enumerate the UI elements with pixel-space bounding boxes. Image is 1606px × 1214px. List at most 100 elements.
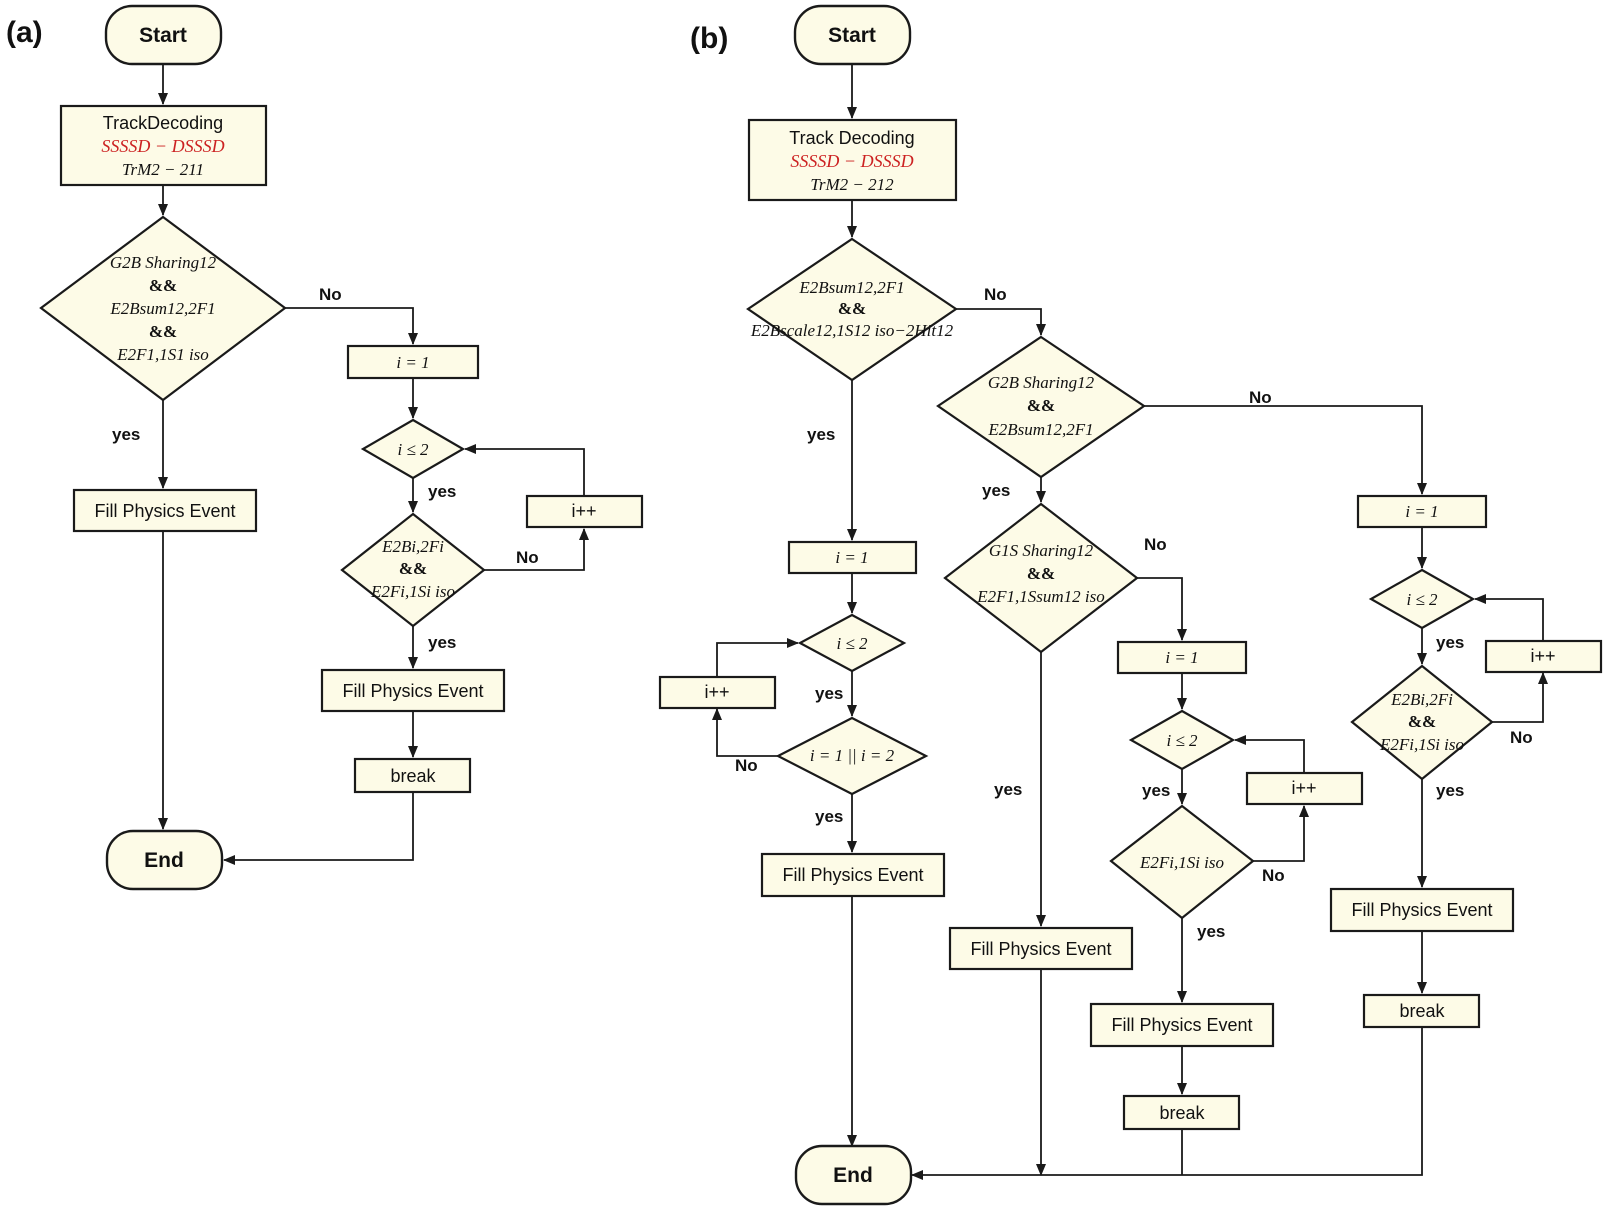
b-mid-i-equals-1-box: i = 1: [1116, 640, 1248, 675]
b-condition-diamond-2: G2B Sharing12 && E2Bsum12,2F1: [936, 335, 1146, 479]
b-mid-break-label: break: [1159, 1103, 1205, 1123]
b-edge-cond2-no: [1144, 405, 1427, 495]
b-iso-diamond: E2Fi,1Si iso: [1109, 804, 1255, 920]
b-fill-right-label: Fill Physics Event: [1351, 900, 1492, 920]
b-mid-increment-box: i++: [1245, 771, 1364, 806]
b-fill-inner-label: Fill Physics Event: [1111, 1015, 1252, 1035]
a-edge-cond-no: [285, 307, 418, 345]
b-edge-cond1-no: [956, 308, 1046, 336]
b-end-terminal: End: [794, 1144, 913, 1206]
b-no-label-4: No: [1262, 866, 1285, 885]
a-cond-line-3: E2F1,1S1 iso: [116, 345, 209, 364]
b-iso-label: E2Fi,1Si iso: [1139, 853, 1224, 872]
a-increment-label: i++: [571, 501, 596, 521]
a-fill-label-2: Fill Physics Event: [342, 681, 483, 701]
b-yes-label-8: yes: [1436, 633, 1464, 652]
b-yes-label-3: yes: [815, 807, 843, 826]
b-no-label-1: No: [735, 756, 758, 775]
a-cond-line-2: E2Bsum12,2F1: [109, 299, 215, 318]
b-yes-label-7: yes: [1197, 922, 1225, 941]
b-edge-right-break-merge: [1182, 1027, 1423, 1176]
b-decode-title: Track Decoding: [789, 128, 914, 148]
a-no-label-1: No: [319, 285, 342, 304]
b-fill-mid-label: Fill Physics Event: [970, 939, 1111, 959]
b-right-increment-label: i++: [1530, 646, 1555, 666]
b-left-i-equals-1-box: i = 1: [787, 540, 918, 575]
a-edge-inc-loop: [464, 444, 585, 496]
b-cond1-and: &&: [838, 299, 866, 318]
panel-label-b: (b): [690, 22, 728, 55]
b-decode-subtitle: SSSSD − DSSSD: [790, 151, 913, 171]
b-fill-physics-event-right: Fill Physics Event: [1329, 887, 1515, 933]
a-condition-diamond: G2B Sharing12 && E2Bsum12,2F1 && E2F1,1S…: [39, 215, 287, 402]
b-left-i-eq-1-label: i = 1: [835, 548, 868, 567]
b-left-loop-diamond: i ≤ 2: [797, 613, 907, 673]
a-inner-line-2: E2Fi,1Si iso: [370, 582, 455, 601]
b-cond2-line-2: E2Bsum12,2F1: [987, 420, 1093, 439]
a-increment-box: i++: [525, 494, 644, 529]
a-edge-inner-no: [484, 528, 589, 571]
a-start-terminal: Start: [104, 4, 223, 66]
a-inner-and: &&: [399, 559, 427, 578]
a-yes-label-1: yes: [112, 425, 140, 444]
b-no-label-3: No: [1144, 535, 1167, 554]
b-edge-right-inc-loop: [1474, 594, 1544, 641]
b-right-break-label: break: [1399, 1001, 1445, 1021]
a-cond-and-2: &&: [149, 322, 177, 341]
a-no-label-2: No: [516, 548, 539, 567]
b-left-loop-label: i ≤ 2: [836, 634, 868, 653]
b-right-i-eq-1-label: i = 1: [1405, 502, 1438, 521]
b-yes-label-9: yes: [1436, 781, 1464, 800]
b-edge-right-inner-no: [1492, 672, 1548, 723]
a-inner-diamond: E2Bi,2Fi && E2Fi,1Si iso: [340, 512, 486, 628]
b-or-diamond: i = 1 || i = 2: [775, 716, 929, 796]
b-right-inner-line-1: E2Bi,2Fi: [1390, 690, 1453, 709]
b-start-label: Start: [828, 24, 876, 47]
b-no-label-6: No: [1510, 728, 1533, 747]
b-mid-break-box: break: [1122, 1094, 1241, 1131]
b-cond3-and: &&: [1027, 564, 1055, 583]
a-end-label: End: [144, 849, 184, 872]
b-left-increment-label: i++: [704, 682, 729, 702]
b-right-inner-diamond: E2Bi,2Fi && E2Fi,1Si iso: [1350, 664, 1494, 781]
a-decode-code: TrM2 − 211: [122, 160, 204, 179]
b-no-label-5: No: [1249, 388, 1272, 407]
a-start-label: Start: [139, 24, 187, 47]
b-fill-physics-event-inner: Fill Physics Event: [1089, 1002, 1275, 1048]
b-cond2-and: &&: [1027, 396, 1055, 415]
b-edge-iso-no: [1253, 805, 1309, 862]
b-right-loop-diamond: i ≤ 2: [1368, 568, 1476, 630]
b-left-increment-box: i++: [658, 675, 777, 710]
b-cond3-line-1: G1S Sharing12: [989, 541, 1094, 560]
a-yes-label-3: yes: [428, 633, 456, 652]
b-fill-left-label: Fill Physics Event: [782, 865, 923, 885]
a-i-equals-1-box: i = 1: [346, 344, 480, 380]
b-condition-diamond-1: E2Bsum12,2F1 && E2Bscale12,1S12 iso−2Hit…: [746, 237, 958, 382]
a-track-decoding-box: TrackDecoding SSSSD − DSSSD TrM2 − 211: [59, 104, 268, 187]
b-start-terminal: Start: [793, 4, 912, 66]
b-mid-i-eq-1-label: i = 1: [1165, 648, 1198, 667]
a-decode-subtitle: SSSSD − DSSSD: [101, 136, 224, 156]
b-right-loop-label: i ≤ 2: [1406, 590, 1438, 609]
a-break-label: break: [390, 766, 436, 786]
a-fill-label-1: Fill Physics Event: [94, 501, 235, 521]
a-edge-break-end: [223, 792, 414, 865]
b-cond2-line-1: G2B Sharing12: [988, 373, 1095, 392]
b-right-inner-and: &&: [1408, 712, 1436, 731]
b-right-i-equals-1-box: i = 1: [1356, 494, 1488, 529]
b-condition-diamond-3: G1S Sharing12 && E2F1,1Ssum12 iso: [943, 502, 1139, 654]
b-right-inner-line-2: E2Fi,1Si iso: [1379, 735, 1464, 754]
b-no-label-2: No: [984, 285, 1007, 304]
b-decode-code: TrM2 − 212: [810, 175, 894, 194]
b-yes-label-5: yes: [994, 780, 1022, 799]
a-decode-title: TrackDecoding: [103, 113, 223, 133]
panel-label-a: (a): [6, 16, 43, 49]
b-edge-or-no: [712, 708, 778, 757]
b-right-increment-box: i++: [1484, 639, 1603, 674]
b-track-decoding-box: Track Decoding SSSSD − DSSSD TrM2 − 212: [747, 118, 958, 202]
b-edge-mid-inc-loop: [1234, 735, 1305, 773]
a-i-eq-1-label: i = 1: [396, 353, 429, 372]
a-fill-physics-event-2: Fill Physics Event: [320, 668, 506, 713]
b-fill-physics-event-mid: Fill Physics Event: [948, 926, 1134, 971]
